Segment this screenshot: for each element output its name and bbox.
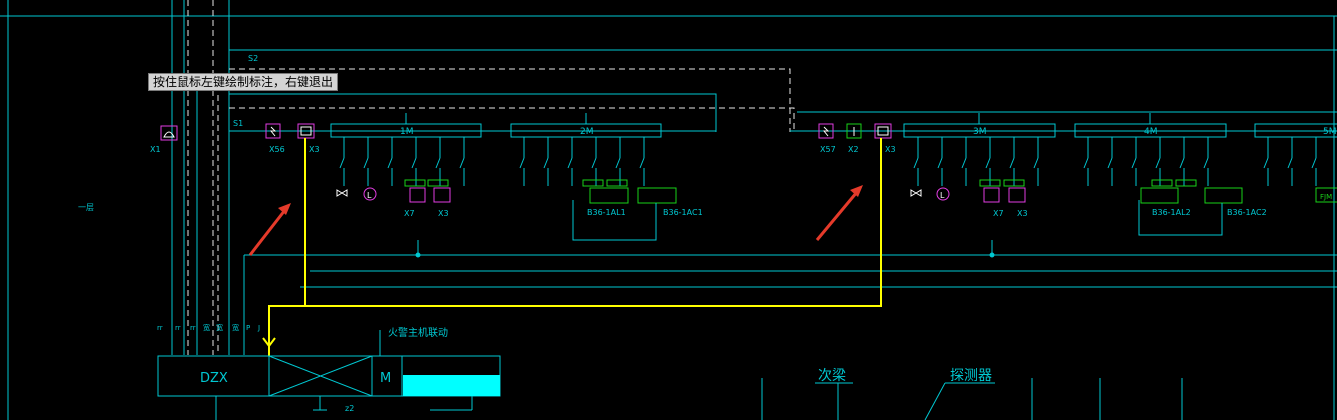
branch-switch <box>1107 157 1113 169</box>
svg-text:X3: X3 <box>885 145 896 154</box>
svg-text:探测器: 探测器 <box>950 368 992 384</box>
branch-switch <box>961 157 967 169</box>
s2-line: S2 <box>229 49 1337 63</box>
svg-text:宽: 宽 <box>216 323 223 332</box>
branch-switch <box>1131 157 1137 169</box>
branch-switch <box>459 157 465 169</box>
branch-switch <box>1155 157 1161 169</box>
highlighted-wire[interactable] <box>262 138 882 356</box>
svg-text:S2: S2 <box>248 54 258 63</box>
branch-switch <box>1287 157 1293 169</box>
branch-switch <box>1009 157 1015 169</box>
branch-switch <box>591 157 597 169</box>
svg-text:2M: 2M <box>580 127 594 137</box>
branch-switch <box>985 157 991 169</box>
branch-switch <box>339 157 345 169</box>
branch-switch <box>1033 157 1039 169</box>
svg-text:一层: 一层 <box>78 203 94 212</box>
branch-switch <box>1263 157 1269 169</box>
lamp-icon[interactable]: L <box>363 187 377 201</box>
bottom-annotations: 次梁 探测器 <box>761 368 1183 420</box>
branch-switch <box>913 157 919 169</box>
vertical-risers <box>171 0 245 355</box>
valve-icon[interactable] <box>336 189 348 197</box>
branch-switch <box>1083 157 1089 169</box>
svg-text:DZX: DZX <box>200 371 228 386</box>
svg-text:X7: X7 <box>993 209 1004 218</box>
svg-text:B36-1AC2: B36-1AC2 <box>1227 208 1267 217</box>
fuse-icon[interactable] <box>818 123 834 139</box>
branch-switch <box>615 157 621 169</box>
speaker-icon[interactable] <box>874 123 892 139</box>
tooltip: 按住鼠标左键绘制标注，右键退出 <box>148 73 339 91</box>
svg-text:X1: X1 <box>150 145 161 154</box>
svg-text:L: L <box>367 191 372 200</box>
branch-circuits <box>339 137 1317 186</box>
svg-text:B36-1AC1: B36-1AC1 <box>663 208 703 217</box>
branch-switch <box>937 157 943 169</box>
thermo-icon[interactable] <box>846 123 862 139</box>
branch-switch <box>1203 157 1209 169</box>
green-modules <box>404 179 1337 204</box>
long-cable-lines <box>244 254 1337 288</box>
svg-text:B36-1AL1: B36-1AL1 <box>587 208 626 217</box>
fuse-icon[interactable] <box>265 123 281 139</box>
svg-text:FJM: FJM <box>1320 193 1332 201</box>
svg-text:X3: X3 <box>309 145 320 154</box>
svg-text:次梁: 次梁 <box>818 368 846 384</box>
branch-switch <box>543 157 549 169</box>
svg-text:M: M <box>380 371 391 386</box>
svg-text:z2: z2 <box>345 404 354 413</box>
svg-text:宽: 宽 <box>203 323 210 332</box>
branch-switch <box>1311 157 1317 169</box>
svg-text:X3: X3 <box>1017 209 1028 218</box>
lamp-icon[interactable]: L <box>936 187 950 201</box>
branch-switch <box>387 157 393 169</box>
arrow-icon <box>815 185 863 241</box>
dashed-risers <box>187 0 219 355</box>
branch-switch <box>639 157 645 169</box>
svg-text:S1: S1 <box>233 119 243 128</box>
dzx-panel[interactable]: DZX M z2 <box>157 355 501 420</box>
svg-text:P: P <box>246 324 250 332</box>
svg-text:宽: 宽 <box>232 323 239 332</box>
svg-text:X3: X3 <box>438 209 449 218</box>
branch-switch <box>363 157 369 169</box>
svg-text:X56: X56 <box>269 145 285 154</box>
svg-text:火警主机联动: 火警主机联动 <box>388 326 448 339</box>
svg-text:5M: 5M <box>1323 127 1337 137</box>
svg-text:X2: X2 <box>848 145 859 154</box>
branch-switch <box>435 157 441 169</box>
branch-switch <box>567 157 573 169</box>
svg-text:B36-1AL2: B36-1AL2 <box>1152 208 1191 217</box>
svg-text:3M: 3M <box>973 127 987 137</box>
x1-device[interactable]: X1 <box>150 125 178 154</box>
branch-switch <box>519 157 525 169</box>
svg-text:4M: 4M <box>1144 127 1158 137</box>
svg-text:rr: rr <box>175 324 181 332</box>
svg-text:1M: 1M <box>400 127 414 137</box>
branch-switch <box>411 157 417 169</box>
branch-switch <box>1179 157 1185 169</box>
svg-text:rr: rr <box>190 324 196 332</box>
svg-text:L: L <box>940 191 945 200</box>
signal-devices[interactable] <box>409 187 1026 203</box>
svg-text:J: J <box>257 324 260 332</box>
svg-text:rr: rr <box>157 324 163 332</box>
valve-icon[interactable] <box>910 189 922 197</box>
svg-text:X7: X7 <box>404 209 415 218</box>
arrow-icon <box>248 203 291 256</box>
svg-text:X57: X57 <box>820 145 836 154</box>
